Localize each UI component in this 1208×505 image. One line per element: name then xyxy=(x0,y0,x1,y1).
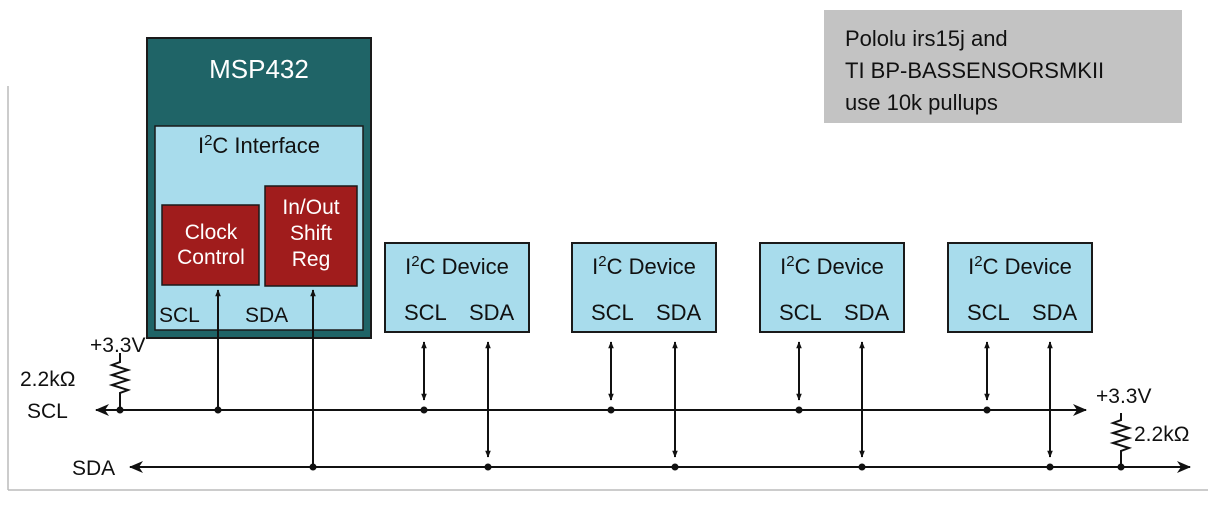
clock-control-line-2: Control xyxy=(177,246,245,269)
device-sda-label: SDA xyxy=(844,300,890,325)
device-scl-label: SCL xyxy=(967,300,1010,325)
msp432-sda-label: SDA xyxy=(245,304,288,327)
junction-dot xyxy=(214,406,222,414)
device-title: I2C Device xyxy=(968,253,1072,279)
i2c-interface-label: I2C Interface xyxy=(198,132,320,158)
left-pullup: +3.3V 2.2kΩ xyxy=(20,334,145,410)
i2c-device-2: I2C Device SCL SDA xyxy=(571,242,717,333)
device-box xyxy=(384,242,530,333)
device-sda-label: SDA xyxy=(656,300,702,325)
resistor-symbol xyxy=(108,353,132,410)
device-scl-label: SCL xyxy=(779,300,822,325)
junction-dot xyxy=(795,406,803,414)
note-line-2: TI BP-BASSENSORSMKII xyxy=(845,58,1104,83)
note-line-3: use 10k pullups xyxy=(845,90,998,115)
left-pullup-voltage: +3.3V xyxy=(90,334,145,357)
pullup-note: Pololu irs15j and TI BP-BASSENSORSMKII u… xyxy=(824,10,1182,123)
device-scl-label: SCL xyxy=(404,300,447,325)
scl-bus-label: SCL xyxy=(27,400,68,423)
note-box xyxy=(824,10,1182,123)
device-title: I2C Device xyxy=(592,253,696,279)
left-pullup-resistance: 2.2kΩ xyxy=(20,368,75,391)
right-pullup: +3.3V 2.2kΩ xyxy=(1096,385,1189,467)
shift-register-block xyxy=(264,185,358,287)
resistor-symbol xyxy=(1109,413,1133,467)
device-title: I2C Device xyxy=(405,253,509,279)
junction-dot xyxy=(671,463,679,471)
msp432-scl-label: SCL xyxy=(159,304,200,327)
device-connections xyxy=(421,341,1053,458)
shift-register-line-1: In/Out xyxy=(282,196,339,219)
device-sda-label: SDA xyxy=(469,300,515,325)
right-pullup-resistance: 2.2kΩ xyxy=(1134,423,1189,446)
device-box xyxy=(759,242,905,333)
junction-dot xyxy=(607,406,615,414)
note-line-1: Pololu irs15j and xyxy=(845,26,1008,51)
junction-dot xyxy=(309,463,317,471)
device-sda-label: SDA xyxy=(1032,300,1078,325)
junction-dot xyxy=(858,463,866,471)
i2c-device-4: I2C Device SCL SDA xyxy=(947,242,1093,333)
msp432-title: MSP432 xyxy=(209,54,309,84)
device-box xyxy=(947,242,1093,333)
device-title: I2C Device xyxy=(780,253,884,279)
i2c-device-3: I2C Device SCL SDA xyxy=(759,242,905,333)
i2c-device-1: I2C Device SCL SDA xyxy=(384,242,530,333)
shift-register-line-3: Reg xyxy=(292,248,331,271)
sda-bus-label: SDA xyxy=(72,457,115,480)
device-box xyxy=(571,242,717,333)
junction-dot xyxy=(484,463,492,471)
junction-dot xyxy=(1046,463,1054,471)
junction-dot xyxy=(420,406,428,414)
clock-control-block xyxy=(161,204,260,286)
junction-dot xyxy=(983,406,991,414)
msp432-connections xyxy=(215,289,316,467)
right-pullup-voltage: +3.3V xyxy=(1096,385,1151,408)
clock-control-line-1: Clock xyxy=(185,221,238,244)
junction-dots xyxy=(116,406,1125,471)
msp432-block: MSP432 I2C Interface Clock Control In/Ou… xyxy=(146,37,372,339)
shift-register-line-2: Shift xyxy=(290,222,332,245)
device-scl-label: SCL xyxy=(591,300,634,325)
